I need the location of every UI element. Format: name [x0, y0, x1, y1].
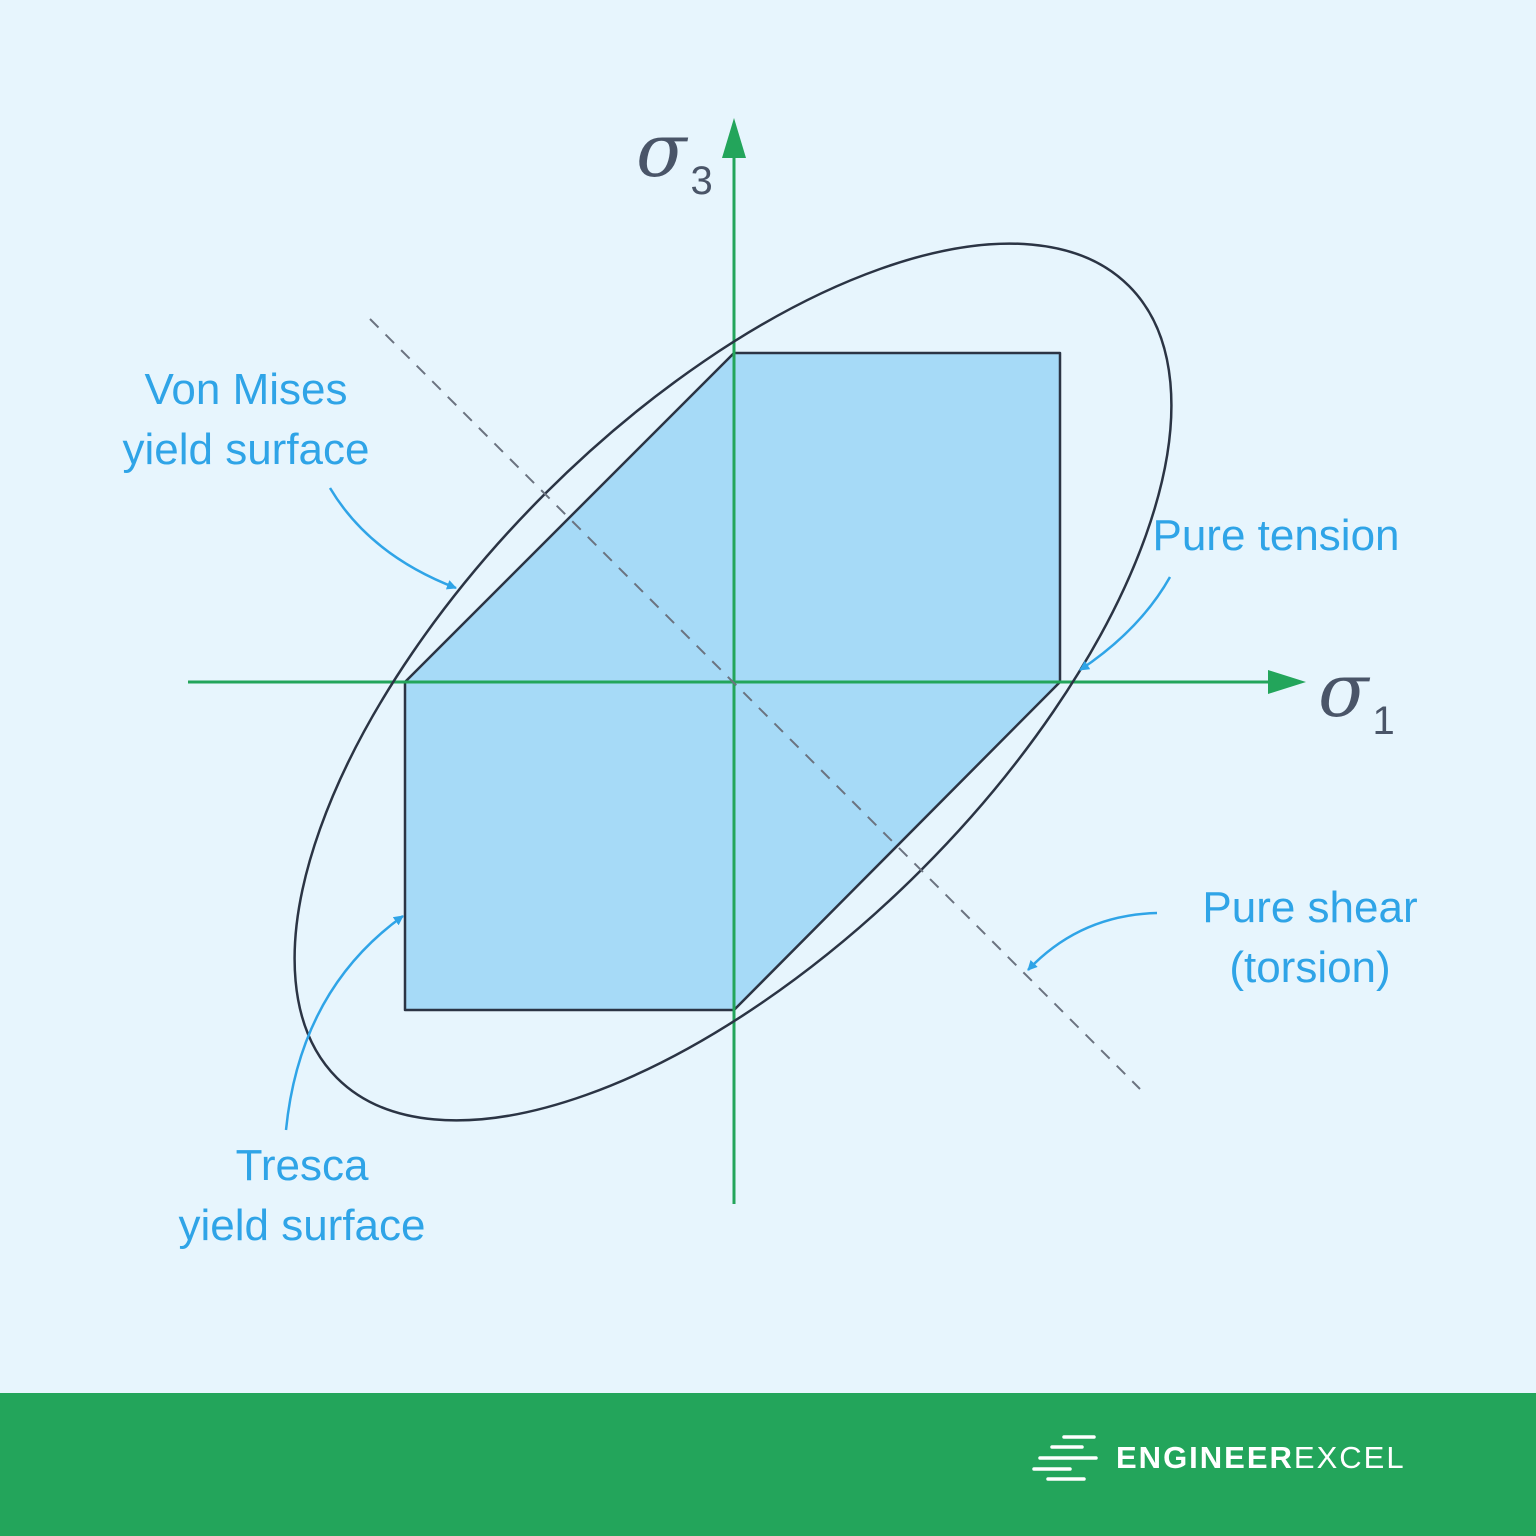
sigma3-symbol: σ	[636, 108, 687, 194]
sigma1-subscript: 1	[1372, 699, 1395, 743]
brand-logo: ENGINEEREXCEL	[1030, 1428, 1406, 1488]
von-mises-label-line1: Von Mises	[144, 365, 348, 414]
tresca-label: Tresca yield surface	[152, 1136, 452, 1256]
pure-tension-label-line1: Pure tension	[1152, 511, 1400, 560]
pure-shear-label-line1: Pure shear	[1202, 883, 1418, 932]
footer-bar: ENGINEEREXCEL	[0, 1393, 1536, 1536]
brand-name-light: EXCEL	[1293, 1440, 1406, 1475]
von-mises-label-line2: yield surface	[122, 425, 370, 474]
tresca-callout-arrow	[284, 914, 404, 1131]
engineerexcel-speed-lines-icon	[1032, 1435, 1098, 1481]
sigma1-arrowhead	[1268, 670, 1306, 694]
pure-shear-label-line2: (torsion)	[1229, 943, 1391, 992]
pure-shear-label: Pure shear (torsion)	[1180, 878, 1440, 998]
pure-shear-callout-arrow	[1027, 911, 1158, 971]
von-mises-label: Von Mises yield surface	[96, 360, 396, 480]
diagram-canvas	[188, 118, 1306, 1204]
sigma3-arrowhead	[722, 118, 746, 158]
tresca-label-line2: yield surface	[178, 1201, 426, 1250]
pure-tension-label: Pure tension	[1130, 506, 1422, 566]
brand-name: ENGINEEREXCEL	[1116, 1440, 1406, 1476]
sigma1-symbol: σ	[1318, 648, 1369, 734]
pure-tension-callout-arrow	[1079, 576, 1172, 672]
tresca-label-line1: Tresca	[235, 1141, 369, 1190]
von-mises-callout-arrow	[328, 487, 457, 590]
brand-name-bold: ENGINEER	[1116, 1440, 1294, 1475]
sigma3-subscript: 3	[690, 159, 713, 203]
pure-shear-line	[369, 318, 1141, 1090]
